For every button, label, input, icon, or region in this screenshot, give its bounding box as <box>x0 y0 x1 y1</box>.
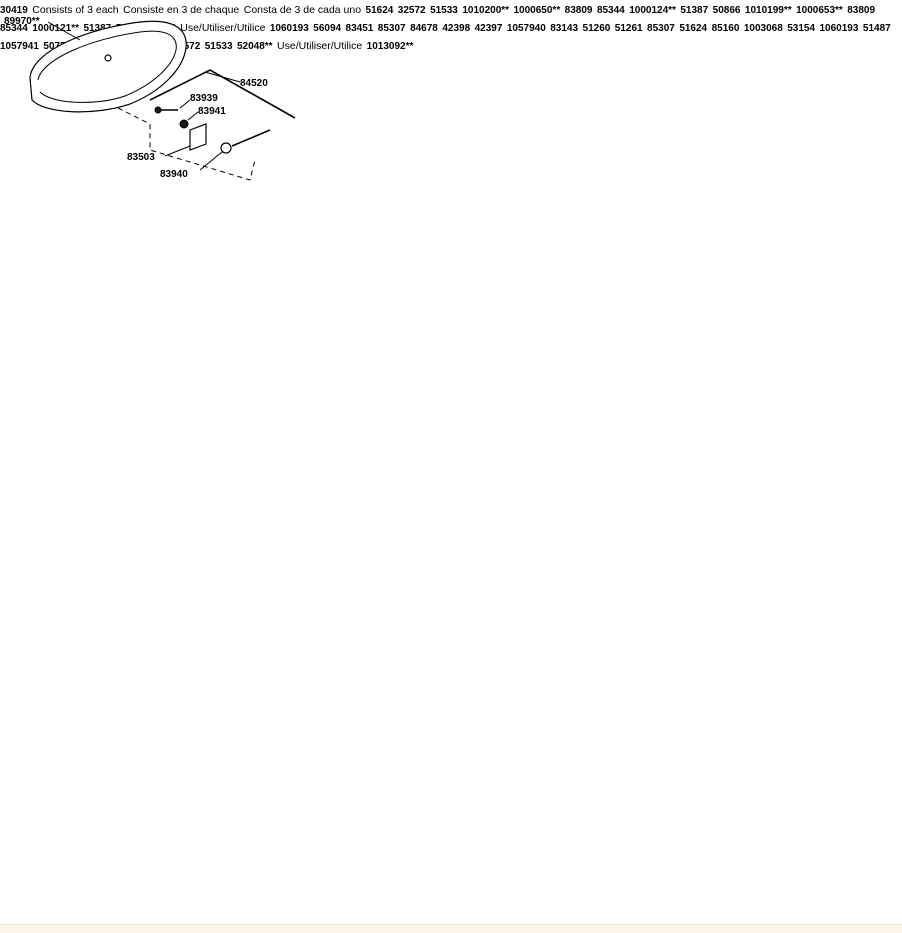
kit-83954-a: 83451 <box>345 23 374 34</box>
part-85160-label: 85160 <box>711 23 740 34</box>
kit-1010200-b: 83809 <box>564 5 593 16</box>
kit-1010199-d: 85344 <box>0 23 28 34</box>
bottom-strip <box>0 924 902 933</box>
part-51261-label: 51261 <box>614 23 643 34</box>
part-84520-label: 84520 <box>240 78 268 89</box>
kit-1010200-c: 1000124** <box>629 5 676 16</box>
kit-83954-f: 42397 <box>474 23 503 34</box>
kit-83954-use-part: 1060193 <box>269 23 309 34</box>
kit-83954-use: Use/Utiliser/Utilice <box>180 22 266 34</box>
lid-nut <box>220 142 232 154</box>
kit-1010200-title: 1010200** <box>462 5 510 16</box>
kit-83954-e: 42398 <box>442 23 471 34</box>
seat-kit-part: 52048** <box>236 41 273 52</box>
kit-1010199-e: 51387 <box>83 23 112 34</box>
lid-bracket <box>189 123 207 151</box>
part-51624-label: 51624 <box>679 23 708 34</box>
kit-1010200-e: 51387 <box>680 5 709 16</box>
part-51260-label: 51260 <box>582 23 611 34</box>
kit-1010200-f: 50866 <box>712 5 741 16</box>
kit-30419-line3: Consta de 3 de cada uno <box>243 4 362 16</box>
kit-30419-number: 30419 <box>0 5 28 16</box>
kit-83954-b: 56094 <box>313 23 342 34</box>
kit-30419-line2: Consiste en 3 de chaque <box>123 4 240 16</box>
kit-83954-d: 84678 <box>410 23 438 34</box>
kit-1010199-c: 1000121** <box>32 23 79 34</box>
kit-1010200-d: 85344 <box>596 5 625 16</box>
kit-1010199-b: 83809 <box>847 5 876 16</box>
kit-1010199-a: 1000653** <box>796 5 843 16</box>
part-83143-label: 83143 <box>550 23 579 34</box>
lid-washer <box>179 119 189 129</box>
kit-30419-item-3: 51533 <box>430 5 458 16</box>
part-51533-label: 51533 <box>204 41 233 52</box>
kit-1010199-title: 1010199** <box>744 5 792 16</box>
lid-bolt <box>154 106 178 114</box>
tank-lid <box>29 20 187 113</box>
kit-30419-line1: Consists of 3 each <box>32 4 119 16</box>
kit-30419-item-2: 32572 <box>397 5 426 16</box>
part-83939-label: 83939 <box>190 93 218 104</box>
kit-1010200-a: 1000650** <box>513 5 561 16</box>
seat-kit-use: Use/Utiliser/Utilice <box>277 40 363 52</box>
part-85307-label: 85307 <box>647 23 675 34</box>
kit-83954-c: 85307 <box>377 23 406 34</box>
part-1060193-label: 1060193 <box>819 23 859 34</box>
kit-30419-item-1: 51624 <box>365 5 394 16</box>
part-83941-label: 83941 <box>198 106 226 117</box>
part-1057940-label: 1057940 <box>506 23 546 34</box>
part-51487-label: 51487 <box>862 23 891 34</box>
part-83503-label: 83503 <box>127 152 155 163</box>
part-89970-label: 89970** <box>4 16 40 27</box>
part-53154-label: 53154 <box>787 23 816 34</box>
part-1057941-label: 1057941 <box>0 41 39 52</box>
part-1003068-label: 1003068 <box>743 23 783 34</box>
seat-kit-use-part: 1013092** <box>366 41 414 52</box>
part-83940-label: 83940 <box>160 169 188 180</box>
